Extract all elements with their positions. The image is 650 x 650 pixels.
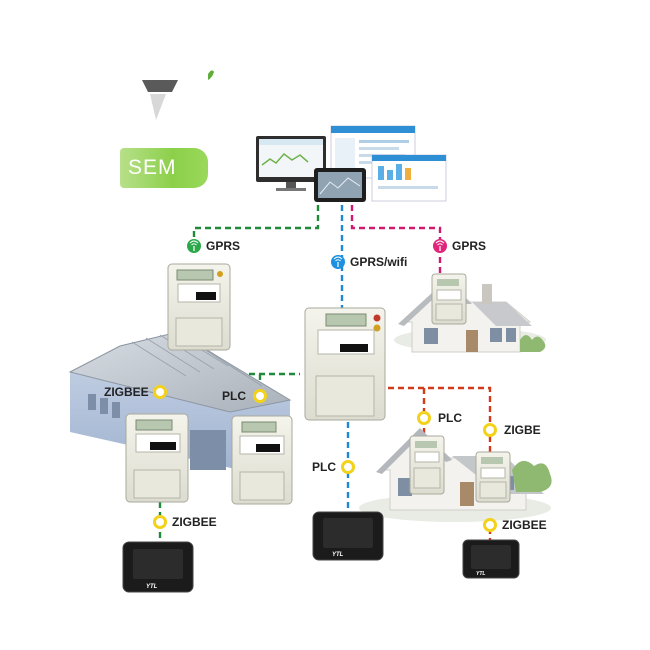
meter-top-left <box>167 263 231 351</box>
antenna-icon <box>331 255 345 269</box>
antenna-icon <box>433 239 447 253</box>
coupler-icon <box>153 385 497 532</box>
house-lower-right <box>359 428 552 522</box>
display-brand-center: YTL <box>332 552 344 558</box>
label-zigbee-lower-right: ZIGBEE <box>502 518 547 532</box>
display-brand-right: YTL <box>476 571 485 577</box>
label-plc-center: PLC <box>312 460 336 474</box>
meter-factory-left <box>125 413 189 503</box>
link-gprs-right <box>350 205 442 282</box>
label-plc-house: PLC <box>438 411 462 425</box>
display-brand-left: YTL <box>146 584 158 590</box>
label-zigbee-house: ZIGBE <box>504 423 541 437</box>
logo-text: SEM <box>128 156 177 179</box>
antenna-icon <box>187 239 201 253</box>
label-plc-factory: PLC <box>222 389 246 403</box>
display-unit-center: YTL <box>312 511 384 561</box>
display-unit-left: YTL <box>122 541 194 593</box>
label-gprs-left: GPRS <box>206 239 241 253</box>
link-gprs-left <box>192 205 320 250</box>
label-gprs-right: GPRS <box>452 239 487 253</box>
meter-factory-right <box>231 415 293 505</box>
label-zigbee-lower-left: ZIGBEE <box>172 515 217 529</box>
display-unit-right: YTL <box>462 539 520 579</box>
meter-house-lower-right <box>475 451 511 503</box>
label-zigbee-factory: ZIGBEE <box>104 385 149 399</box>
meter-house-upper <box>431 273 467 325</box>
label-gprs-wifi: GPRS/wifi <box>350 255 408 269</box>
logo-mark <box>142 70 214 120</box>
meter-house-lower-left <box>409 435 445 495</box>
house-upper-right <box>394 280 546 353</box>
meter-center-concentrator <box>304 307 386 421</box>
software-screens <box>256 125 447 202</box>
logo-badge <box>120 148 208 188</box>
